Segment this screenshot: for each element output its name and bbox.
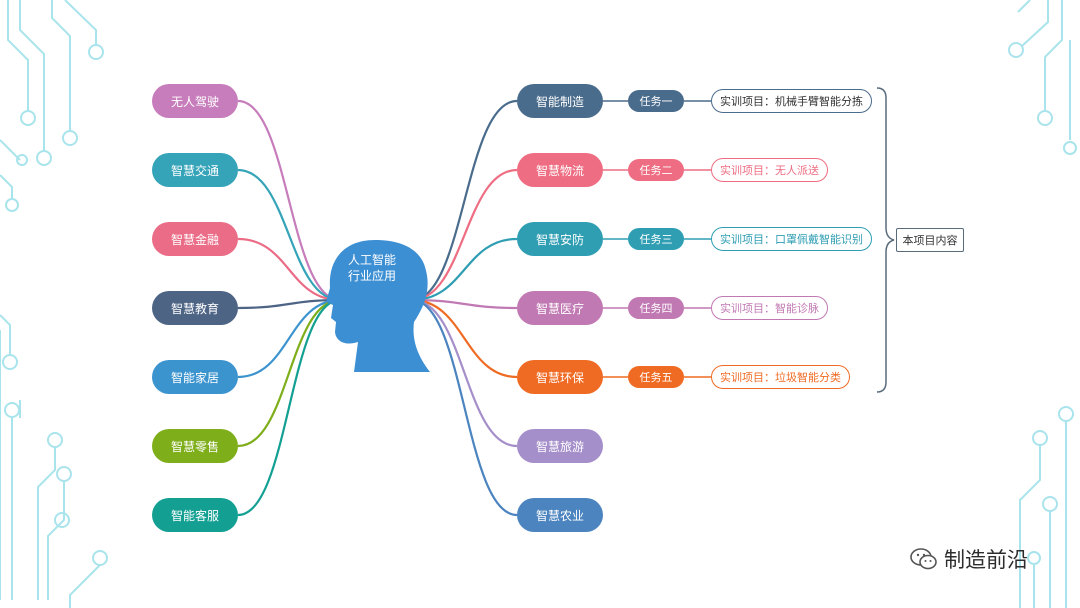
branch-connector: [411, 298, 518, 310]
project-node[interactable]: 实训项目：口罩佩戴智能识别: [711, 227, 872, 251]
right-branch-node[interactable]: 智慧物流: [517, 153, 603, 187]
project-node[interactable]: 实训项目：垃圾智能分类: [711, 365, 850, 389]
right-branch-node[interactable]: 智慧农业: [517, 498, 603, 532]
branch-connector: [411, 99, 518, 302]
branch-connector: [411, 298, 518, 517]
circuit-node: [20, 110, 36, 126]
circuit-trace: [51, 0, 71, 130]
center-topic: 人工智能 行业应用: [333, 252, 411, 284]
circuit-node: [1042, 496, 1058, 512]
wechat-icon: [910, 548, 937, 570]
left-branch-node[interactable]: 智慧金融: [152, 222, 238, 256]
circuit-node: [5, 198, 19, 212]
circuit-node: [54, 512, 70, 528]
branch-connector: [237, 168, 341, 302]
right-branch-node[interactable]: 智慧安防: [517, 222, 603, 256]
circuit-node: [92, 550, 108, 566]
left-branch-node[interactable]: 智能客服: [152, 498, 238, 532]
circuit-trace: [47, 480, 65, 600]
center-topic-line1: 人工智能: [347, 253, 396, 267]
circuit-trace: [0, 174, 13, 198]
circuit-trace: [19, 0, 45, 150]
branch-connector: [237, 99, 341, 302]
right-branch-node[interactable]: 智能制造: [517, 84, 603, 118]
circuit-node: [56, 466, 72, 482]
branch-connector: [237, 298, 341, 517]
branch-connector: [411, 298, 518, 379]
circuit-trace: [0, 314, 11, 356]
project-node[interactable]: 实训项目：智能诊脉: [711, 296, 828, 320]
project-node[interactable]: 实训项目：无人派送: [711, 158, 828, 182]
circuit-node: [47, 432, 63, 448]
circuit-trace: [0, 139, 21, 161]
branch-connector: [411, 298, 518, 448]
watermark-text: 制造前沿: [944, 548, 1028, 572]
project-node[interactable]: 实训项目：机械手臂智能分拣: [711, 89, 872, 113]
left-branch-node[interactable]: 智慧交通: [152, 153, 238, 187]
circuit-trace: [69, 564, 101, 608]
branch-connector: [237, 298, 341, 379]
circuit-node: [1037, 110, 1053, 126]
circuit-node: [1008, 42, 1024, 58]
task-node[interactable]: 任务二: [628, 159, 684, 181]
task-node[interactable]: 任务一: [628, 90, 684, 112]
circuit-node: [1027, 551, 1041, 565]
circuit-trace: [7, 0, 29, 110]
task-node[interactable]: 任务四: [628, 297, 684, 319]
branch-connector: [237, 298, 341, 310]
left-branch-node[interactable]: 无人驾驶: [152, 84, 238, 118]
task-node[interactable]: 任务三: [628, 228, 684, 250]
circuit-node: [2, 354, 18, 370]
branch-connector: [411, 237, 518, 302]
circuit-trace: [1019, 445, 1041, 608]
circuit-node: [62, 130, 78, 146]
circuit-node: [1058, 406, 1074, 422]
branch-connector: [237, 298, 341, 448]
center-topic-line2: 行业应用: [347, 269, 396, 283]
circuit-node: [4, 402, 20, 418]
watermark: 制造前沿: [910, 544, 1028, 574]
right-branch-node[interactable]: 智慧旅游: [517, 429, 603, 463]
circuit-node: [1032, 430, 1048, 446]
left-branch-node[interactable]: 智能家居: [152, 360, 238, 394]
left-branch-node[interactable]: 智慧零售: [152, 429, 238, 463]
circuit-node: [36, 150, 52, 166]
right-branch-node[interactable]: 智慧环保: [517, 360, 603, 394]
circuit-trace: [64, 0, 97, 46]
right-branch-node[interactable]: 智慧医疗: [517, 291, 603, 325]
branch-connector: [237, 237, 341, 302]
circuit-node: [16, 154, 28, 166]
left-branch-node[interactable]: 智慧教育: [152, 291, 238, 325]
branch-connector: [411, 168, 518, 302]
circuit-trace: [37, 448, 56, 600]
circuit-trace: [1044, 0, 1063, 110]
task-node[interactable]: 任务五: [628, 366, 684, 388]
circuit-trace: [1017, 0, 1031, 13]
circuit-node: [1063, 141, 1077, 155]
circuit-node: [88, 44, 104, 60]
summary-box: 本项目内容: [896, 228, 964, 252]
circuit-trace: [1021, 0, 1049, 47]
